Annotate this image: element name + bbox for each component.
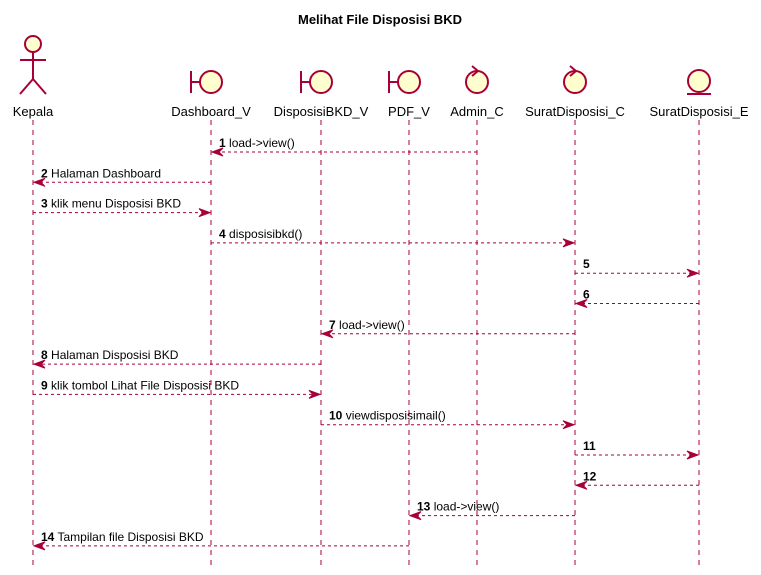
message-number: 1	[219, 136, 226, 150]
messages: 1 load->view() 2 Halaman Dashboard 3 klik …	[32, 136, 700, 551]
message-number: 9	[41, 378, 48, 392]
message-label: 2 Halaman Dashboard	[41, 166, 161, 180]
message-text: klik menu Disposisi BKD	[48, 197, 182, 211]
participant-name: Kepala	[13, 104, 54, 119]
arrowhead-icon	[210, 147, 224, 157]
message-number: 4	[219, 227, 226, 241]
message-number: 10	[329, 409, 343, 423]
control-icon	[563, 65, 587, 94]
message-number: 11	[583, 439, 596, 453]
arrowhead-icon	[408, 511, 422, 521]
participant-dashboard_v: Dashboard_V	[171, 70, 251, 119]
arrowhead-icon	[686, 268, 700, 278]
message-text: klik tombol Lihat File Disposisi BKD	[48, 378, 240, 392]
message-text: Tampilan file Disposisi BKD	[54, 530, 204, 544]
message-number: 13	[417, 500, 431, 514]
message-9: 9 klik tombol Lihat File Disposisi BKD	[33, 378, 322, 399]
message-text: load->view()	[226, 136, 295, 150]
message-number: 5	[583, 257, 590, 271]
message-11: 11	[575, 439, 700, 460]
control-icon	[465, 65, 489, 94]
arrowhead-icon	[562, 420, 576, 430]
message-label: 10 viewdisposisimail()	[329, 409, 446, 423]
message-label: 9 klik tombol Lihat File Disposisi BKD	[41, 378, 239, 392]
participant-name: PDF_V	[388, 104, 430, 119]
message-8: 8 Halaman Disposisi BKD	[32, 348, 321, 369]
arrowhead-icon	[198, 208, 212, 218]
message-label: 4 disposisibkd()	[219, 227, 302, 241]
participant-name: Dashboard_V	[171, 104, 251, 119]
message-label: 6	[583, 288, 590, 302]
message-2: 2 Halaman Dashboard	[32, 166, 211, 187]
message-text: disposisibkd()	[226, 227, 303, 241]
message-text: Halaman Disposisi BKD	[48, 348, 179, 362]
message-label: 14 Tampilan file Disposisi BKD	[41, 530, 204, 544]
boundary-icon	[300, 70, 333, 94]
message-10: 10 viewdisposisimail()	[321, 409, 576, 430]
participant-name: DisposisiBKD_V	[274, 104, 369, 119]
participant-pdf_v: PDF_V	[388, 70, 430, 119]
arrowhead-icon	[32, 359, 46, 369]
message-number: 3	[41, 197, 48, 211]
participant-kepala: Kepala	[13, 35, 54, 119]
message-7: 7 load->view()	[320, 318, 575, 339]
message-number: 7	[329, 318, 336, 332]
message-14: 14 Tampilan file Disposisi BKD	[32, 530, 409, 551]
entity-icon	[687, 69, 711, 95]
message-number: 2	[41, 166, 48, 180]
message-1: 1 load->view()	[210, 136, 477, 157]
message-4: 4 disposisibkd()	[211, 227, 576, 248]
message-text: viewdisposisimail()	[342, 409, 445, 423]
arrowhead-icon	[308, 389, 322, 399]
message-label: 8 Halaman Disposisi BKD	[41, 348, 179, 362]
message-label: 13 load->view()	[417, 500, 499, 514]
diagram-title: Melihat File Disposisi BKD	[298, 12, 462, 27]
message-label: 12	[583, 469, 597, 483]
participant-suratdisposisi_c: SuratDisposisi_C	[525, 65, 625, 119]
arrowhead-icon	[32, 541, 46, 551]
boundary-icon	[388, 70, 421, 94]
arrowhead-icon	[574, 480, 588, 490]
message-label: 5	[583, 257, 590, 271]
participant-name: SuratDisposisi_E	[650, 104, 749, 119]
arrowhead-icon	[320, 329, 334, 339]
message-label: 3 klik menu Disposisi BKD	[41, 197, 181, 211]
message-text: Halaman Dashboard	[48, 166, 161, 180]
message-label: 1 load->view()	[219, 136, 295, 150]
message-number: 8	[41, 348, 48, 362]
message-number: 6	[583, 288, 590, 302]
arrowhead-icon	[686, 450, 700, 460]
message-3: 3 klik menu Disposisi BKD	[33, 197, 212, 218]
message-text: load->view()	[430, 500, 499, 514]
message-number: 14	[41, 530, 55, 544]
arrowhead-icon	[562, 238, 576, 248]
participant-suratdisposisi_e: SuratDisposisi_E	[650, 69, 749, 119]
participant-name: Admin_C	[450, 104, 503, 119]
lifelines	[32, 120, 700, 565]
message-label: 7 load->view()	[329, 318, 405, 332]
boundary-icon	[190, 70, 223, 94]
message-5: 5	[575, 257, 700, 278]
message-label: 11	[583, 439, 596, 453]
message-6: 6	[574, 288, 699, 308]
actor-icon	[19, 35, 47, 95]
arrowhead-icon	[574, 299, 588, 308]
participant-admin_c: Admin_C	[450, 65, 504, 119]
arrowhead-icon	[32, 177, 46, 187]
message-number: 12	[583, 469, 597, 483]
message-text: load->view()	[336, 318, 405, 332]
participant-disposisibkd_v: DisposisiBKD_V	[274, 70, 369, 119]
message-13: 13 load->view()	[408, 500, 575, 521]
participant-name: SuratDisposisi_C	[525, 104, 625, 119]
participants: Kepala Dashboard_V DisposisiBKD_V PDF_V Admi…	[13, 35, 749, 119]
message-12: 12	[574, 469, 699, 490]
